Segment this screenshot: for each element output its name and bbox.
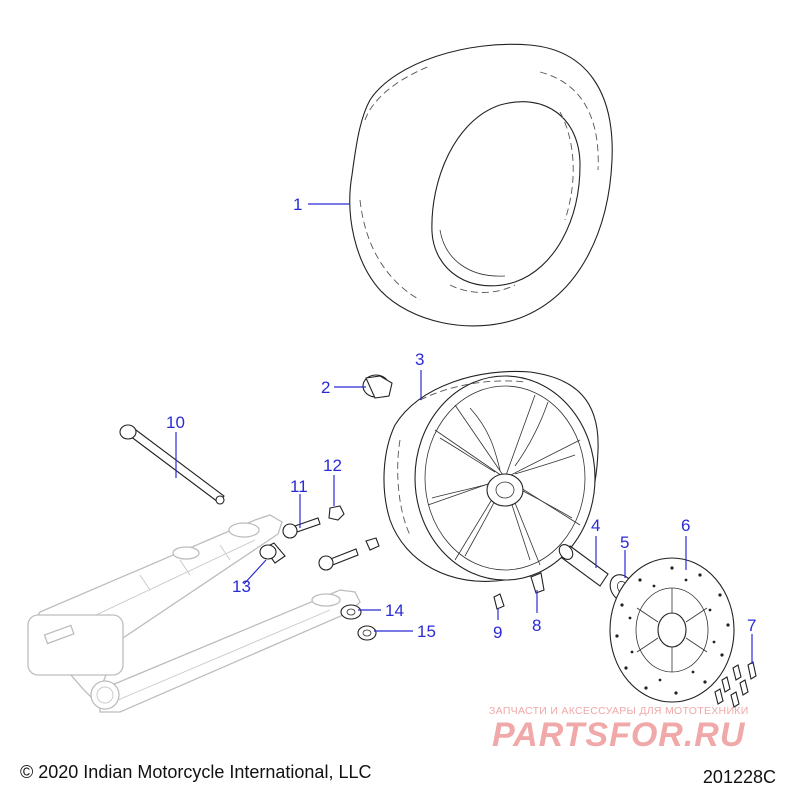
callout-2: 2 (321, 378, 330, 397)
callout-13: 13 (232, 577, 251, 596)
wheel-spokes (427, 394, 581, 566)
disc-bolts-part-7 (714, 661, 757, 708)
watermark-logo: PARTSFOR.RU (492, 716, 746, 754)
adjuster-bolt (318, 537, 380, 571)
callout-11: 11 (290, 477, 308, 496)
callout-6: 6 (681, 516, 690, 535)
swingarm-ghost (27, 514, 361, 713)
spacer-tube-part-4 (558, 544, 609, 587)
callouts: 1 2 3 4 5 6 7 8 9 10 11 12 13 14 15 (166, 195, 756, 642)
callout-7: 7 (747, 616, 756, 635)
valve-cap-part-9 (493, 593, 505, 610)
wheel-part (383, 370, 599, 582)
callout-12: 12 (323, 456, 342, 475)
callout-15: 15 (417, 622, 436, 641)
bolt-part-11 (282, 517, 321, 539)
washer-part-14 (340, 604, 362, 620)
bushing-part-13 (259, 542, 286, 564)
callout-9: 9 (493, 623, 502, 642)
watermark-tagline: ЗАПЧАСТИ И АКСЕССУАРЫ ДЛЯ МОТОТЕХНИКИ (489, 705, 749, 717)
callout-1: 1 (293, 195, 302, 214)
nut-part-15 (357, 625, 377, 641)
drawing-number: 201228C (702, 767, 776, 787)
callout-5: 5 (620, 533, 629, 552)
tire-part (349, 43, 613, 327)
callout-4: 4 (591, 516, 600, 535)
copyright-text: © 2020 Indian Motorcycle International, … (20, 762, 372, 782)
callout-8: 8 (532, 616, 541, 635)
brake-disc-part-6 (609, 557, 735, 703)
callout-3: 3 (415, 350, 424, 369)
disc-holes (615, 566, 730, 695)
spacer-part (362, 374, 393, 399)
valve-stem-part-8 (530, 572, 545, 594)
callout-14: 14 (385, 601, 404, 620)
nut-part-12 (328, 505, 345, 521)
leader-lines (175, 203, 753, 664)
callout-10: 10 (166, 413, 185, 432)
axle-part (119, 424, 225, 505)
